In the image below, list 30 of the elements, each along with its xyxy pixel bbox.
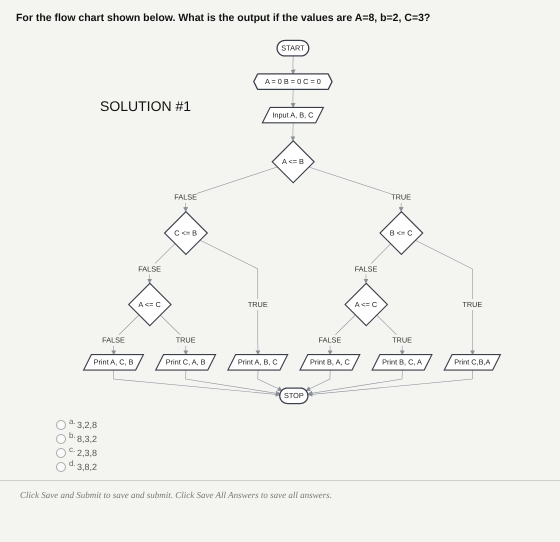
instruction-text: Click Save and Submit to save and submit. Click Save All Answers to save all answers. <box>20 490 332 500</box>
arrow <box>200 240 260 356</box>
arrow <box>308 370 473 397</box>
arrow <box>290 56 296 74</box>
question-text: For the flow chart shown below. What is the output if the values are A=8, b=2, C=3? <box>16 12 430 24</box>
arrow <box>290 122 296 142</box>
arrow <box>328 314 356 356</box>
answer-option: 2,3,8 <box>77 448 98 458</box>
arrow <box>160 314 188 356</box>
answer-option: 3,8,2 <box>77 462 98 472</box>
arrow <box>308 166 404 212</box>
option-letter: b. <box>69 431 76 440</box>
arrow <box>183 166 278 212</box>
arrow <box>147 243 176 284</box>
arrow <box>308 370 403 396</box>
solution-heading: SOLUTION #1 <box>100 98 192 114</box>
arrow <box>257 370 283 391</box>
arrow <box>306 370 330 391</box>
arrow <box>185 370 281 396</box>
arrow <box>376 314 405 356</box>
arrow <box>363 244 391 284</box>
arrow <box>111 314 140 356</box>
arrow <box>290 89 296 108</box>
arrow <box>113 370 280 397</box>
option-letter: a. <box>69 417 76 426</box>
option-letter: d. <box>69 459 76 468</box>
option-letter: c. <box>69 445 76 454</box>
arrow <box>415 240 475 356</box>
answer-option: 8,3,2 <box>77 434 98 444</box>
answer-option: 3,2,8 <box>77 420 98 430</box>
